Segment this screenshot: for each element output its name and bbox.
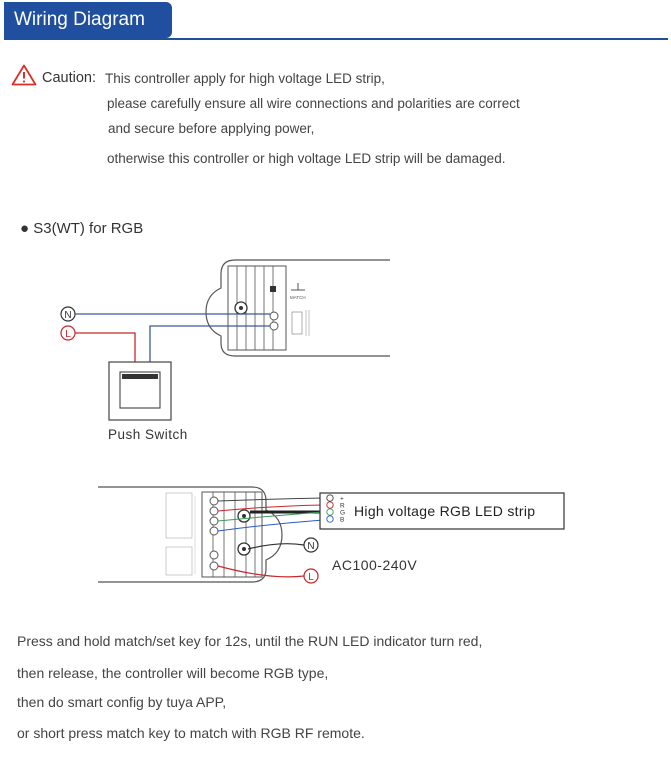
neutral-terminal-2 <box>303 537 319 553</box>
match-label: MATCH <box>290 295 306 300</box>
push-switch <box>108 361 172 421</box>
instruction-line-2: then release, the controller will become… <box>17 665 329 681</box>
live-terminal-2 <box>303 568 319 584</box>
header-title: Wiring Diagram <box>14 9 145 30</box>
neutral-label-2: N <box>307 541 314 552</box>
wire-green <box>217 511 324 522</box>
instruction-line-3: then do smart config by tuya APP, <box>17 694 227 710</box>
led-strip: + R G B <box>319 492 565 530</box>
live-wire-2 <box>217 565 305 578</box>
instruction-line-1: Press and hold match/set key for 12s, un… <box>17 633 483 649</box>
caution-label: Caution: <box>42 70 97 86</box>
neutral-wire-2 <box>247 543 305 550</box>
neutral-label-1: N <box>64 310 71 321</box>
led-strip-label: High voltage RGB LED strip <box>354 503 536 519</box>
caution-line-1: This controller apply for high voltage L… <box>105 71 385 86</box>
live-label-2: L <box>308 572 314 583</box>
strip-pin-r: R <box>340 503 345 510</box>
header-underline <box>4 38 668 40</box>
wire-red <box>217 504 324 512</box>
live-label-1: L <box>65 329 71 340</box>
switch-wire-1 <box>149 325 270 362</box>
instruction-line-4: or short press match key to match with R… <box>17 725 365 741</box>
wire-positive <box>217 497 324 502</box>
strip-pin-g: G <box>340 510 345 517</box>
push-switch-label: Push Switch <box>108 427 188 442</box>
controller-2 <box>98 486 283 583</box>
live-wire-1 <box>75 332 136 362</box>
strip-pin-positive: + <box>340 496 344 503</box>
ac-voltage-label: AC100-240V <box>332 557 418 573</box>
controller-1: MATCH <box>205 259 390 357</box>
section-header: Wiring Diagram <box>4 2 172 38</box>
wire-blue <box>217 519 324 532</box>
strip-pin-b: B <box>340 517 344 524</box>
section-title: ● S3(WT) for RGB <box>20 220 144 237</box>
warning-icon <box>11 64 37 86</box>
caution-line-2: please carefully ensure all wire connect… <box>107 96 520 111</box>
caution-line-4: otherwise this controller or high voltag… <box>107 151 506 166</box>
caution-line-3: and secure before applying power, <box>108 121 315 136</box>
